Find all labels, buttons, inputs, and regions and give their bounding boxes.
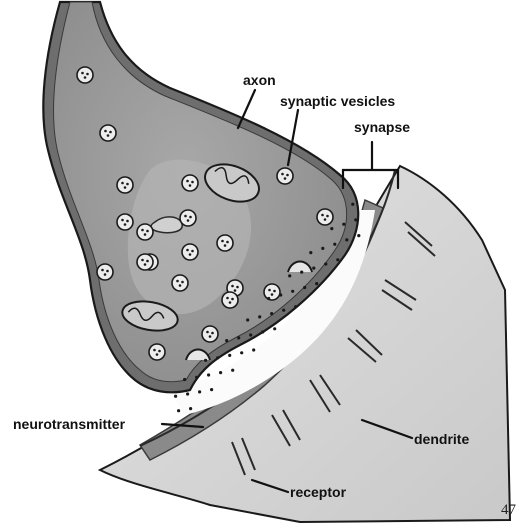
neurotransmitter-dot xyxy=(351,203,354,206)
neurotransmitter-dot xyxy=(246,318,249,321)
vesicle xyxy=(117,214,133,230)
neurotransmitter-dot xyxy=(219,371,222,374)
label-synapse: synapse xyxy=(354,119,410,135)
neurotransmitter-dot xyxy=(240,351,243,354)
neurotransmitter-dot xyxy=(261,330,264,333)
neurotransmitter-dot xyxy=(345,238,348,241)
neurotransmitter-dot xyxy=(321,247,324,250)
neurotransmitter-dot xyxy=(228,354,231,357)
label-axon: axon xyxy=(243,72,276,88)
neurotransmitter-dot xyxy=(249,333,252,336)
vesicle xyxy=(149,344,165,360)
vesicle xyxy=(100,125,116,141)
neurotransmitter-dot xyxy=(204,359,207,362)
neurotransmitter-dot xyxy=(315,282,318,285)
neurotransmitter-dot xyxy=(309,251,312,254)
neurotransmitter-dot xyxy=(267,297,270,300)
vesicle xyxy=(172,275,188,291)
page-number: 47 xyxy=(501,502,516,519)
neurotransmitter-dot xyxy=(189,407,192,410)
neurotransmitter-dot xyxy=(300,271,303,274)
neurotransmitter-dot xyxy=(333,243,336,246)
neurotransmitter-dot xyxy=(330,227,333,230)
label-dendrite: dendrite xyxy=(414,431,469,447)
neurotransmitter-dot xyxy=(324,262,327,265)
label-receptor: receptor xyxy=(290,484,347,500)
vesicle xyxy=(277,168,293,184)
neurotransmitter-dot xyxy=(303,286,306,289)
vesicle xyxy=(77,67,93,83)
neurotransmitter-dot xyxy=(282,309,285,312)
neurotransmitter-dot xyxy=(216,356,219,359)
neurotransmitter-dot xyxy=(291,290,294,293)
neurotransmitter-dot xyxy=(273,327,276,330)
neurotransmitter-dot xyxy=(312,267,315,270)
vesicle xyxy=(117,177,133,193)
neurotransmitter-dot xyxy=(336,258,339,261)
neurotransmitter-dot xyxy=(210,388,213,391)
neurotransmitter-dot xyxy=(342,223,345,226)
neurotransmitter-dot xyxy=(258,315,261,318)
neurotransmitter-dot xyxy=(207,373,210,376)
label-neurotransmitter: neurotransmitter xyxy=(13,416,126,432)
neurotransmitter-dot xyxy=(270,312,273,315)
neurotransmitter-dot xyxy=(279,293,282,296)
vesicle xyxy=(202,326,218,342)
neurotransmitter-dot xyxy=(195,376,198,379)
vesicle xyxy=(182,244,198,260)
vesicle xyxy=(222,292,238,308)
neurotransmitter-dot xyxy=(294,305,297,308)
neurotransmitter-dot xyxy=(174,395,177,398)
vesicle xyxy=(137,224,153,240)
vesicle xyxy=(182,175,198,191)
neurotransmitter-dot xyxy=(252,348,255,351)
neurotransmitter-dot xyxy=(198,390,201,393)
neurotransmitter-dot xyxy=(231,369,234,372)
neurotransmitter-dot xyxy=(237,336,240,339)
neurotransmitter-dot xyxy=(357,234,360,237)
vesicle xyxy=(137,254,153,270)
label-synaptic-vesicles: synaptic vesicles xyxy=(280,93,395,109)
neurotransmitter-dot xyxy=(354,218,357,221)
vesicle xyxy=(317,209,333,225)
vesicle xyxy=(264,284,280,300)
vesicle xyxy=(217,235,233,251)
neurotransmitter-dot xyxy=(225,339,228,342)
neurotransmitter-dot xyxy=(177,409,180,412)
neurotransmitter-dot xyxy=(186,392,189,395)
neurotransmitter-dot xyxy=(288,274,291,277)
neurotransmitter-dot xyxy=(183,378,186,381)
vesicle xyxy=(180,210,196,226)
vesicle xyxy=(97,264,113,280)
